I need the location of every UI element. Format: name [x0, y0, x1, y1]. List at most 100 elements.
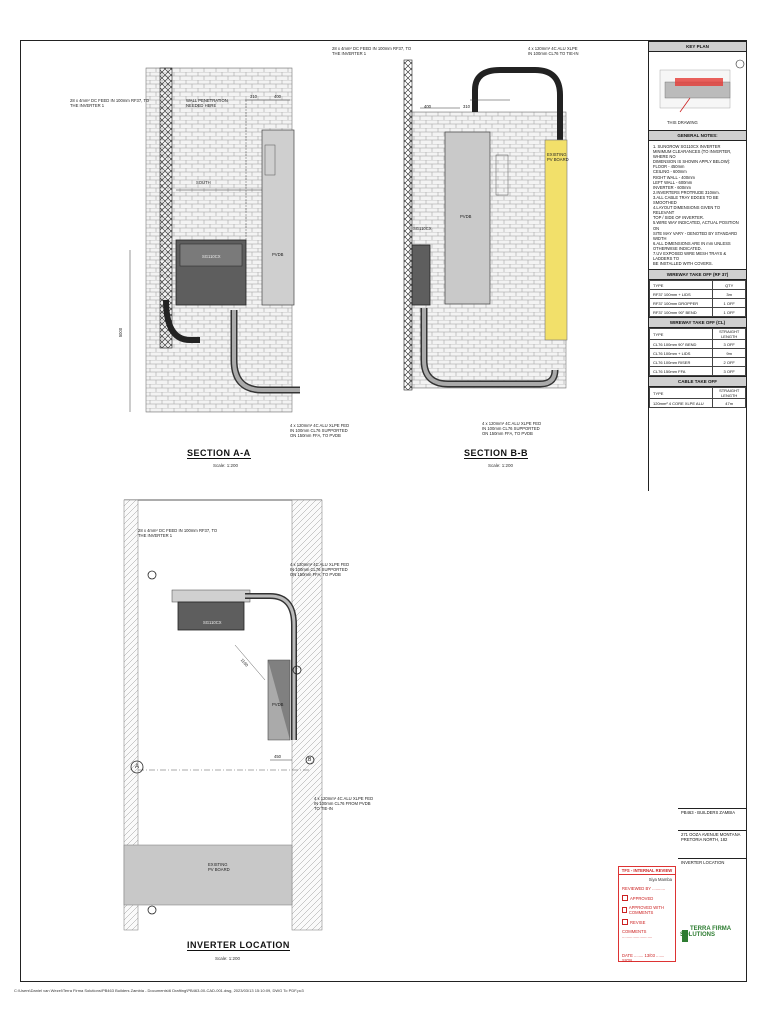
reviewed-by: REVIEWED BY ...........	[622, 886, 665, 891]
key-plan-drawing	[659, 59, 745, 113]
section-a-inverter-label: SG110CX	[202, 254, 221, 259]
approved-checkbox	[622, 895, 628, 901]
wireway-cl-cell: CL76 100mm 90° BEND	[648, 339, 714, 350]
review-header: TFS - INTERNAL REVIEW	[619, 867, 675, 875]
notes-panel: KEY PLAN THIS DRAWING GENERAL NOTES: 1. …	[648, 41, 746, 491]
wireway-cl-header: WIREWAY TAKE OFF (CL)	[649, 317, 746, 329]
section-a-wall-penetration-label: WALL PENETRATION NEEDED HERE	[186, 98, 228, 108]
this-drawing-label: THIS DRAWING	[667, 120, 698, 125]
section-a-pvdb-label: PVDB	[272, 252, 284, 257]
client-name: PB463 - BUILDERS ZAMBIA	[678, 808, 746, 828]
inverter-plan	[177, 601, 245, 631]
wireway-rf-cell: 3m	[712, 289, 746, 300]
wireway-cl-cell: TYPE	[648, 328, 714, 341]
key-plan-area: THIS DRAWING	[649, 52, 746, 130]
section-a-dim-side: 5000	[118, 327, 124, 338]
company-logo: TERRA FIRMA SOLUTIONS	[680, 926, 746, 946]
dc-tray-a	[159, 67, 173, 349]
section-b-drawing	[403, 59, 568, 391]
plan-scale: Scale: 1:200	[215, 956, 241, 961]
wireway-cl-cell: STRAIGHT LENGTH	[712, 328, 746, 341]
wireway-rf-header: WIREWAY TAKE OFF (RF 37)	[649, 269, 746, 281]
plan-ac-tiein-label: 4 x 120mm² 4C ALU XLPE FED IN 100mm CL76…	[314, 796, 374, 811]
company-name: TERRA FIRMA SOLUTIONS	[680, 926, 731, 938]
section-a-title: SECTION A-A	[187, 448, 251, 459]
section-b-dc-feed-label: 28 x 4mm² DC FEED IN 100mm RF37, TO THE …	[332, 46, 412, 56]
section-a-dc-feed-label: 28 x 4mm² DC FEED IN 100mm RF37, TO THE …	[70, 98, 150, 108]
review-comments: COMMENTS ..........................	[622, 929, 653, 939]
plan-dc-feed-label: 28 x 4mm² DC FEED IN 100mm RF37, TO THE …	[138, 528, 218, 538]
cable-cell: 47m	[712, 398, 746, 409]
approved-label: APPROVED	[630, 895, 654, 901]
wireway-rf-cell: RF37 100mm DROPPER	[648, 298, 714, 309]
drawing-title: INVERTER LOCATION	[678, 858, 746, 872]
section-a-dim-vert: SOUTH	[196, 180, 211, 185]
wireway-rf-cell: RF37 100mm 90° BEND	[648, 307, 714, 318]
file-path-footer: C:\Users\Daniel van Wezel\Terra Firma So…	[14, 988, 304, 993]
section-a-dim-310: 310	[250, 94, 257, 99]
section-b-ac-top-label: 4 x 120mm² 4C ALU XLPE IN 100mm CL76 TO …	[528, 46, 579, 56]
internal-review-stamp: TFS - INTERNAL REVIEW Siya Mamba REVIEWE…	[618, 866, 676, 963]
section-b-title: SECTION B-B	[464, 448, 528, 459]
review-date: DATE ........ 13/03 ....... SIGN ......	[622, 953, 665, 963]
wireway-cl-cell: CL76 150mm FFA	[648, 366, 714, 377]
approved-comments-label: APPROVED WITH COMMENTS	[628, 905, 664, 915]
section-a-ac-feed-label: 4 x 120mm² 4C ALU XLPE FED IN 100mm CL76…	[290, 423, 350, 438]
plan-marker-b: B	[308, 757, 312, 763]
wireway-rf-cell: TYPE	[648, 280, 714, 291]
section-b-dim-400: 400	[424, 104, 431, 109]
pvdb-b	[444, 131, 491, 305]
general-notes: 1. SUNGROW SG110CX INVERTER MINIMUM CLEA…	[653, 144, 739, 267]
wireway-cl-cell: CL76 100mm + LIDS	[648, 348, 714, 359]
wireway-cl-cell: 9m	[712, 348, 746, 359]
wireway-rf-cell: QTY	[712, 280, 746, 291]
section-b-dim-310: 310	[463, 104, 470, 109]
wireway-cl-cell: 3 OFF	[712, 339, 746, 350]
cable-cell: 120mm² 4 CORE XLPE ALU	[648, 398, 714, 409]
revise-label: REVISE	[630, 919, 646, 925]
section-b-pvdb-label: PVDB	[460, 214, 472, 219]
drawing-frame	[20, 40, 747, 982]
reviewer-name: Siya Mamba	[648, 877, 672, 882]
plan-drawing	[123, 499, 323, 931]
section-a-scale: Scale: 1:200	[213, 463, 239, 468]
plan-existing-label: EXISTING PV BOARD	[208, 862, 230, 872]
wireway-rf-cell: 1 OFF	[712, 307, 746, 318]
cable-cell: TYPE	[648, 387, 714, 400]
key-plan-header: KEY PLAN	[649, 41, 746, 52]
plan-inverter-label: SG110CX	[203, 620, 222, 625]
existing-pv-board-b	[544, 139, 568, 341]
plan-marker-a: A	[135, 764, 140, 770]
section-b-scale: Scale: 1:200	[488, 463, 514, 468]
existing-pv-board-plan	[123, 844, 293, 906]
plan-ac-feed-label: 4 x 120mm² 4C ALU XLPE FED IN 100mm CL76…	[290, 562, 350, 577]
wireway-rf-cell: RF37 100mm + LIDS	[648, 289, 714, 300]
section-b-ac-feed-label: 4 x 120mm² 4C ALU XLPE FED IN 100mm CL76…	[482, 421, 542, 436]
cable-header: CABLE TAKE OFF	[649, 376, 746, 388]
wireway-cl-cell: 2 OFF	[712, 357, 746, 368]
inverter-b	[411, 244, 431, 306]
plan-dim-450: 450	[274, 754, 281, 759]
wireway-rf-cell: 1 OFF	[712, 298, 746, 309]
wireway-cl-cell: CL76 100mm RISER	[648, 357, 714, 368]
wireway-cl-cell: 3 OFF	[712, 366, 746, 377]
plan-title: INVERTER LOCATION	[187, 940, 290, 951]
section-a-dim-400: 400	[274, 94, 281, 99]
section-a-drawing	[129, 67, 300, 413]
pvdb-a	[261, 129, 295, 306]
